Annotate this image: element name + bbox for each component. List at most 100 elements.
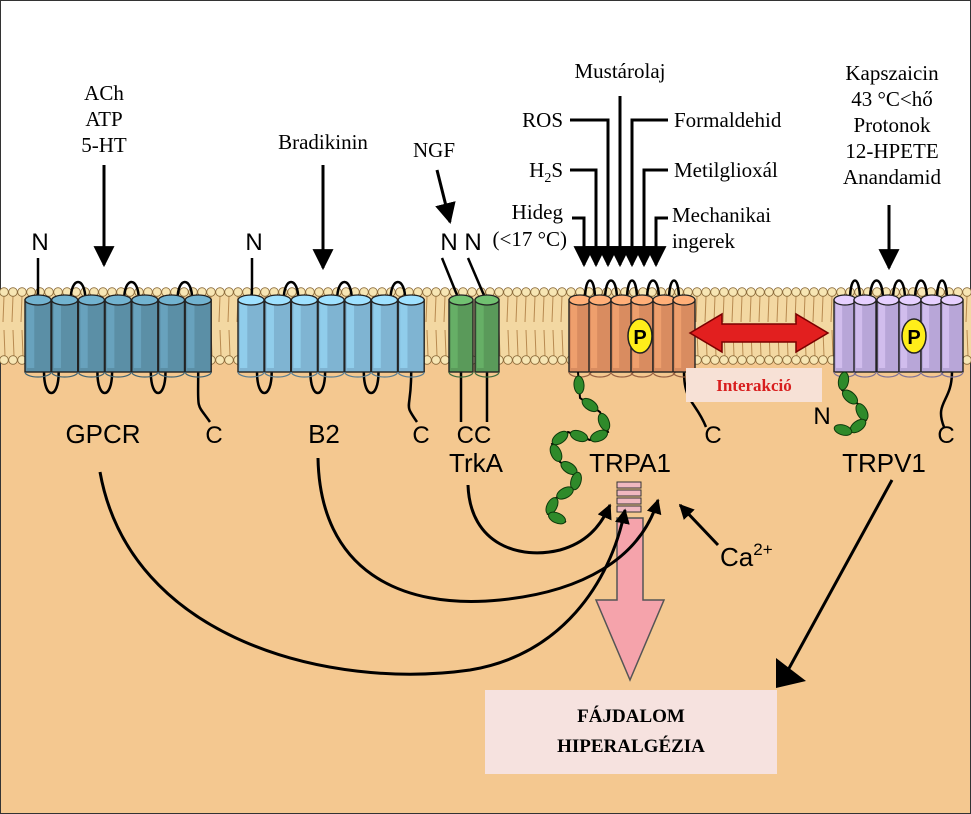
- transmembrane-helix: [264, 294, 292, 378]
- phospho-label: P: [633, 327, 646, 349]
- extracellular-loop: [935, 279, 949, 301]
- trka-n-tail: [466, 257, 488, 301]
- ligand-heat: 43 °C<hő: [851, 87, 933, 111]
- lipid-head: [179, 287, 189, 297]
- lipid-head: [710, 287, 720, 297]
- phospho-label: P: [907, 327, 920, 349]
- lipid-head: [809, 287, 819, 297]
- signal-curves: [98, 457, 894, 676]
- intracellular-loop: [362, 371, 380, 394]
- ligand-12-hpete: 12-HPETE: [845, 139, 938, 163]
- outcome-hyperalgesia: HIPERALGÉZIA: [557, 735, 705, 757]
- h2s-arrow: [570, 168, 607, 268]
- lipid-head: [800, 355, 810, 365]
- ligand-anandamide: Anandamid: [843, 165, 941, 189]
- gpcr-n-terminus: N: [31, 229, 48, 256]
- lipid-tail: [516, 329, 519, 357]
- lipid-head: [737, 287, 747, 297]
- lipid-head: [17, 287, 27, 297]
- channel-helix: [568, 294, 592, 378]
- ligand-protons: Protonok: [853, 113, 931, 137]
- lipid-tail: [966, 329, 969, 357]
- lipid-tail: [542, 295, 545, 323]
- lipid-head: [440, 355, 450, 365]
- extracellular-loop: [335, 280, 354, 301]
- lipid-tail: [551, 295, 554, 323]
- lipid-head: [314, 287, 324, 297]
- trpv1-channel: P: [833, 279, 964, 436]
- ligand-cold-temp: (<17 °C): [493, 227, 567, 251]
- lipid-head: [566, 287, 576, 297]
- label-b2: B2: [308, 419, 340, 449]
- lipid-tail: [425, 295, 428, 323]
- transmembrane-helix: [344, 294, 372, 378]
- trka-helix: [474, 294, 500, 378]
- transmembrane-helix: [131, 294, 159, 378]
- c-terminal-tail: [196, 371, 212, 423]
- channel-helix: [672, 294, 696, 378]
- ligand-methylglyoxal: Metilglioxál: [674, 158, 778, 182]
- lipid-head: [710, 355, 720, 365]
- lipid-tail: [794, 295, 797, 323]
- lipid-head: [692, 287, 702, 297]
- lipid-tail: [767, 295, 770, 323]
- c-terminal-tail: [939, 371, 954, 428]
- extracellular-loop: [583, 279, 597, 301]
- lipid-tail: [776, 295, 779, 323]
- lipid-head: [215, 355, 225, 365]
- lipid-tail: [543, 329, 546, 357]
- ligand-stimuli: ingerek: [672, 229, 735, 253]
- lipid-head: [521, 287, 531, 297]
- transmembrane-helix: [51, 294, 79, 378]
- transmembrane-helix: [290, 294, 319, 378]
- gpcr-receptor: [24, 258, 212, 423]
- ligand-cold: Hideg: [512, 200, 564, 224]
- n-terminal-tail: [249, 258, 254, 302]
- lipid-head: [800, 287, 810, 297]
- lipid-head: [962, 355, 971, 365]
- calcium-arrow: [678, 503, 720, 547]
- phospho-site: [901, 318, 927, 354]
- lipid-tail: [219, 329, 222, 357]
- trka-helix: [448, 294, 474, 378]
- extracellular-loop: [69, 280, 87, 301]
- outcome-box: [485, 690, 777, 774]
- ros-arrow: [570, 118, 619, 268]
- lipid-head: [764, 355, 774, 365]
- extracellular-loop: [389, 280, 407, 301]
- label-trpa1: TRPA1: [589, 448, 671, 478]
- extracellular-loop: [282, 280, 300, 301]
- lipid-head: [431, 287, 441, 297]
- lipid-head: [827, 287, 837, 297]
- trpv1-n-terminus: N: [813, 403, 830, 430]
- lipid-head: [773, 355, 783, 365]
- channel-helix: [652, 294, 676, 378]
- lipid-head: [782, 355, 792, 365]
- lipid-tail: [20, 295, 23, 323]
- lipid-head: [224, 355, 234, 365]
- ligand-capsaicin: Kapszaicin: [845, 61, 939, 85]
- b2-receptor: [237, 258, 425, 423]
- ligand-ros: ROS: [522, 108, 563, 132]
- lipid-head: [0, 287, 9, 297]
- lipid-tail: [12, 329, 15, 357]
- formaldehyde-arrow: [621, 118, 668, 268]
- ligand-5ht: 5-HT: [81, 133, 127, 157]
- b2-n-terminus: N: [245, 229, 262, 256]
- transmembrane-helix: [157, 294, 186, 378]
- extracellular-loop: [848, 279, 862, 301]
- extracellular-loop: [891, 279, 907, 301]
- ligand-ach: ACh: [84, 81, 124, 105]
- lipid-head: [962, 287, 971, 297]
- ligand-bradykinin: Bradikinin: [278, 130, 368, 154]
- lipid-head: [719, 355, 729, 365]
- lipid-head: [539, 355, 549, 365]
- lipid-head: [494, 287, 504, 297]
- lipid-tail: [965, 295, 968, 323]
- lipid-tail: [443, 295, 446, 323]
- interaction-arrow: [688, 312, 830, 354]
- lipid-tail: [218, 295, 221, 323]
- lipid-tail: [3, 329, 6, 357]
- lipid-head: [521, 355, 531, 365]
- lipid-head: [818, 355, 828, 365]
